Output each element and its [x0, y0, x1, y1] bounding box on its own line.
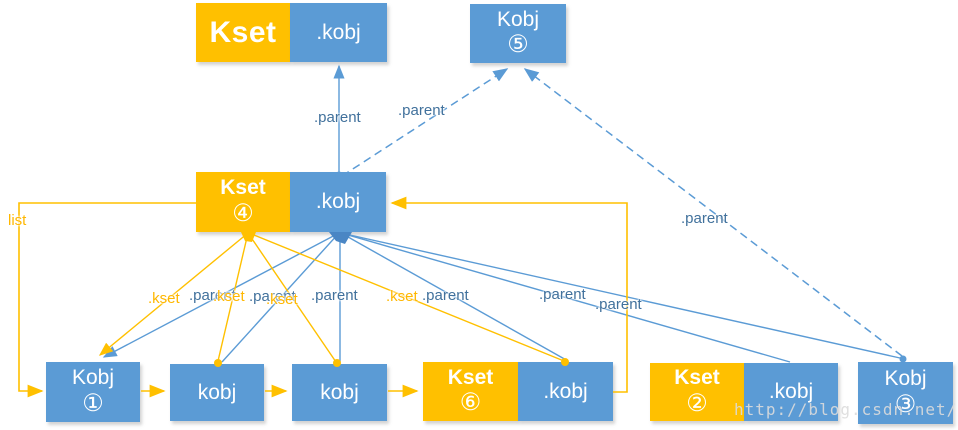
edge-label-parent-6: .parent	[595, 296, 642, 313]
node-kobj1-label: Kobj	[71, 366, 115, 390]
node-kobj3-body: Kobj ③	[858, 362, 953, 424]
node-kset-top: Kset .kobj	[196, 3, 387, 62]
node-kset6-kobj-label: .kobj	[543, 379, 588, 403]
edge-label-kset-3: .kset	[266, 291, 298, 308]
node-kset6-kset-part: Kset ⑥	[423, 362, 518, 421]
node-kset6: Kset ⑥ .kobj	[423, 362, 613, 421]
node-kset-top-label: Kset	[209, 15, 277, 49]
node-kset-top-kobj-label: .kobj	[316, 20, 361, 44]
node-kobj-b-body: kobj	[292, 364, 387, 421]
node-kset2-kset-part: Kset ②	[650, 363, 744, 421]
blob-kset-origin	[241, 232, 256, 242]
node-kset2: Kset ② .kobj	[650, 363, 838, 421]
node-kobj-b: kobj	[292, 364, 387, 421]
edge-label-parent-top: .parent	[314, 109, 361, 126]
node-kset-top-kobj-part: .kobj	[290, 3, 387, 62]
node-kobj-a: kobj	[170, 364, 264, 421]
edge-label-kset-1: .kset	[148, 290, 180, 307]
node-kobj-b-label: kobj	[320, 380, 359, 404]
node-kset2-number: ②	[686, 389, 708, 417]
node-kobj-a-label: kobj	[197, 380, 237, 404]
node-kobj1: Kobj ①	[46, 362, 140, 422]
node-kset4-number: ④	[232, 199, 254, 227]
node-kset-top-kset-part: Kset	[196, 3, 290, 62]
edge-label-list: list	[8, 212, 27, 229]
node-kobj5: Kobj ⑤	[470, 4, 566, 63]
node-kobj-a-body: kobj	[170, 364, 264, 421]
node-kset2-label: Kset	[674, 366, 720, 390]
node-kobj5-body: Kobj ⑤	[470, 4, 566, 63]
edge-label-kset-4: .kset	[386, 288, 418, 305]
node-kset6-number: ⑥	[459, 389, 482, 417]
node-kobj3-label: Kobj	[884, 367, 927, 391]
node-kset2-kobj-part: .kobj	[744, 363, 838, 421]
node-kobj1-number: ①	[82, 389, 104, 417]
node-kobj5-number: ⑤	[507, 31, 529, 59]
node-kset4-kset-part: Kset ④	[196, 172, 290, 232]
watermark-text: http://blog.csdn.net/	[734, 400, 958, 419]
edge-label-parent-4: .parent	[422, 287, 469, 304]
edge-label-parent-3: .parent	[311, 287, 358, 304]
edge-parent-kset4-to-kobj5	[341, 68, 509, 177]
node-kset6-label: Kset	[447, 365, 494, 389]
node-kobj3: Kobj ③	[858, 362, 953, 424]
node-kobj5-label: Kobj	[496, 7, 540, 31]
blob-parent-origin	[329, 232, 352, 244]
node-kobj1-body: Kobj ①	[46, 362, 140, 422]
node-kset4: Kset ④ .kobj	[196, 172, 386, 232]
edge-label-parent-dashed-right: .parent	[681, 210, 728, 227]
node-kset4-label: Kset	[220, 176, 266, 200]
edge-label-parent-5: .parent	[539, 286, 586, 303]
node-kset6-kobj-part: .kobj	[518, 362, 613, 421]
node-kobj3-number: ③	[894, 390, 917, 418]
node-kset4-kobj-label: .kobj	[315, 190, 361, 214]
edge-label-parent-dashed-left: .parent	[398, 102, 445, 119]
edge-label-kset-2: .kset	[213, 288, 245, 305]
node-kset4-kobj-part: .kobj	[290, 172, 386, 232]
node-kset2-kobj-label: .kobj	[768, 380, 814, 404]
